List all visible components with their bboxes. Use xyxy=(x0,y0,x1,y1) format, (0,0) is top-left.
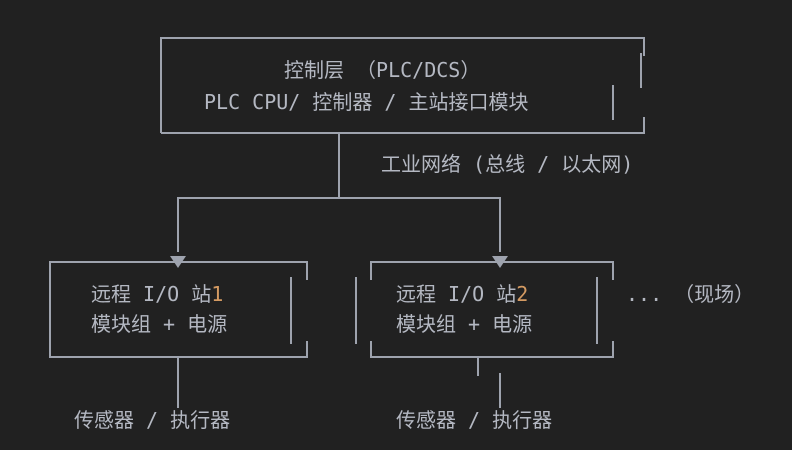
control-box-bottom xyxy=(161,117,645,134)
station-2-number: 2 xyxy=(516,282,529,306)
arrow-down-icon xyxy=(170,256,186,268)
station-1-name: 远程 I/O 站 xyxy=(91,282,212,306)
network-label: 工业网络 (总线 / 以太网) xyxy=(381,152,634,176)
station-2-title: 远程 I/O 站2 xyxy=(396,280,528,308)
network-bus xyxy=(177,197,501,252)
station-2-box-bottom xyxy=(370,341,614,358)
station-2-detail: 模块组 + 电源 xyxy=(396,312,533,336)
more-stations-label: ... （现场） xyxy=(626,282,755,306)
arrow-down-icon xyxy=(492,256,508,268)
control-layer-subtitle: PLC CPU/ 控制器 / 主站接口模块 xyxy=(204,90,529,114)
control-box-border xyxy=(160,37,645,133)
station-2-box-border xyxy=(370,261,614,280)
control-layer-title: 控制层 （PLC/DCS） xyxy=(284,58,481,82)
station-1-box-border xyxy=(49,261,308,358)
station-1-detail: 模块组 + 电源 xyxy=(91,312,228,336)
station-2-field-device: 传感器 / 执行器 xyxy=(396,408,553,432)
station-1-field-device: 传感器 / 执行器 xyxy=(74,408,231,432)
station-1-number: 1 xyxy=(211,282,224,306)
station-1-title: 远程 I/O 站1 xyxy=(91,280,223,308)
station-2-name: 远程 I/O 站 xyxy=(396,282,517,306)
